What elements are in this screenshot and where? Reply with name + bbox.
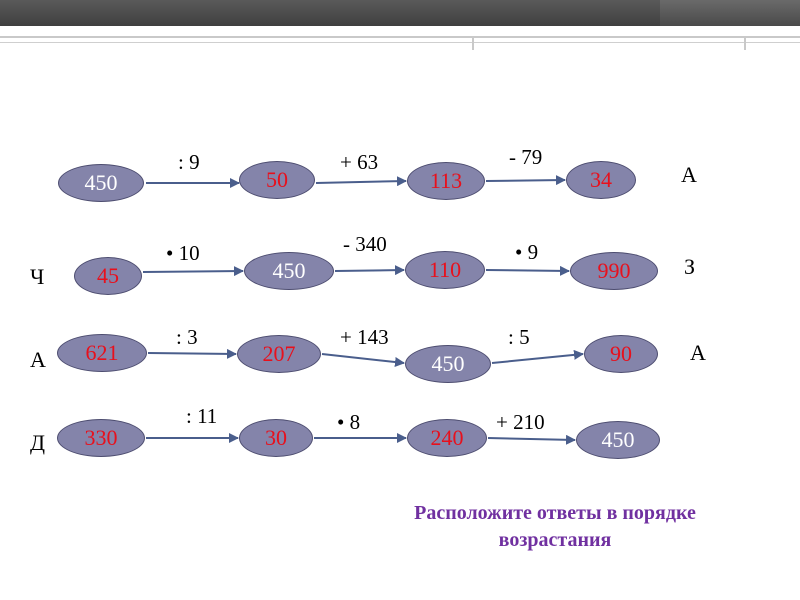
row2-node2: 450	[244, 252, 334, 290]
decor-tick-2	[744, 36, 746, 50]
row3-op2: + 143	[340, 325, 389, 349]
row4-op2: • 8	[337, 410, 361, 434]
row2-op1: • 10	[166, 241, 200, 265]
row2-arrow3	[485, 265, 570, 276]
row4-op1: : 11	[186, 404, 218, 428]
top-bar-accent	[660, 0, 800, 26]
row3-node2: 207	[237, 335, 321, 373]
row4-node4: 450	[576, 421, 660, 459]
instruction-line1: Расположите ответы в порядке	[414, 502, 696, 524]
row2-letter-right: З	[684, 254, 696, 279]
row1-arrow3	[485, 175, 566, 186]
row1-node3: 113	[407, 162, 485, 200]
row2-node1: 45	[74, 257, 142, 295]
row4-letter-left: Д	[30, 430, 46, 455]
decor-tick-1	[472, 36, 474, 50]
instruction-text: Расположите ответы в порядке возрастания	[360, 500, 750, 554]
row4-node1: 330	[57, 419, 145, 457]
row1-op1: : 9	[178, 150, 200, 174]
row3-letter-right: А	[690, 340, 706, 365]
row3-arrow3	[491, 349, 584, 364]
row3-node4: 90	[584, 335, 658, 373]
instruction-line2: возрастания	[498, 529, 612, 551]
decor-line-top	[0, 36, 800, 38]
row3-op1: : 3	[176, 325, 198, 349]
row4-op3: + 210	[496, 410, 545, 434]
row2-letter-left: Ч	[30, 264, 45, 289]
row2-arrow2	[334, 265, 405, 276]
row1-op3: - 79	[509, 145, 543, 169]
row1-node4: 34	[566, 161, 636, 199]
row2-node3: 110	[405, 251, 485, 289]
row3-node3: 450	[405, 345, 491, 383]
decor-line-thin	[0, 42, 800, 43]
row2-op3: • 9	[515, 240, 539, 264]
row4-node2: 30	[239, 419, 313, 457]
row4-node3: 240	[407, 419, 487, 457]
row3-node1: 621	[57, 334, 147, 372]
row4-arrow3	[487, 434, 576, 445]
row3-arrow1	[147, 348, 237, 359]
row1-letter-right: А	[681, 162, 697, 187]
row1-arrow2	[315, 176, 407, 187]
row3-arrow2	[321, 353, 405, 367]
row1-op2: + 63	[340, 150, 379, 174]
row2-arrow1	[142, 266, 244, 277]
row2-node4: 990	[570, 252, 658, 290]
row3-op3: : 5	[508, 325, 530, 349]
row1-node1: 450	[58, 164, 144, 202]
row2-op2: - 340	[343, 232, 387, 256]
row3-letter-left: А	[30, 347, 46, 372]
